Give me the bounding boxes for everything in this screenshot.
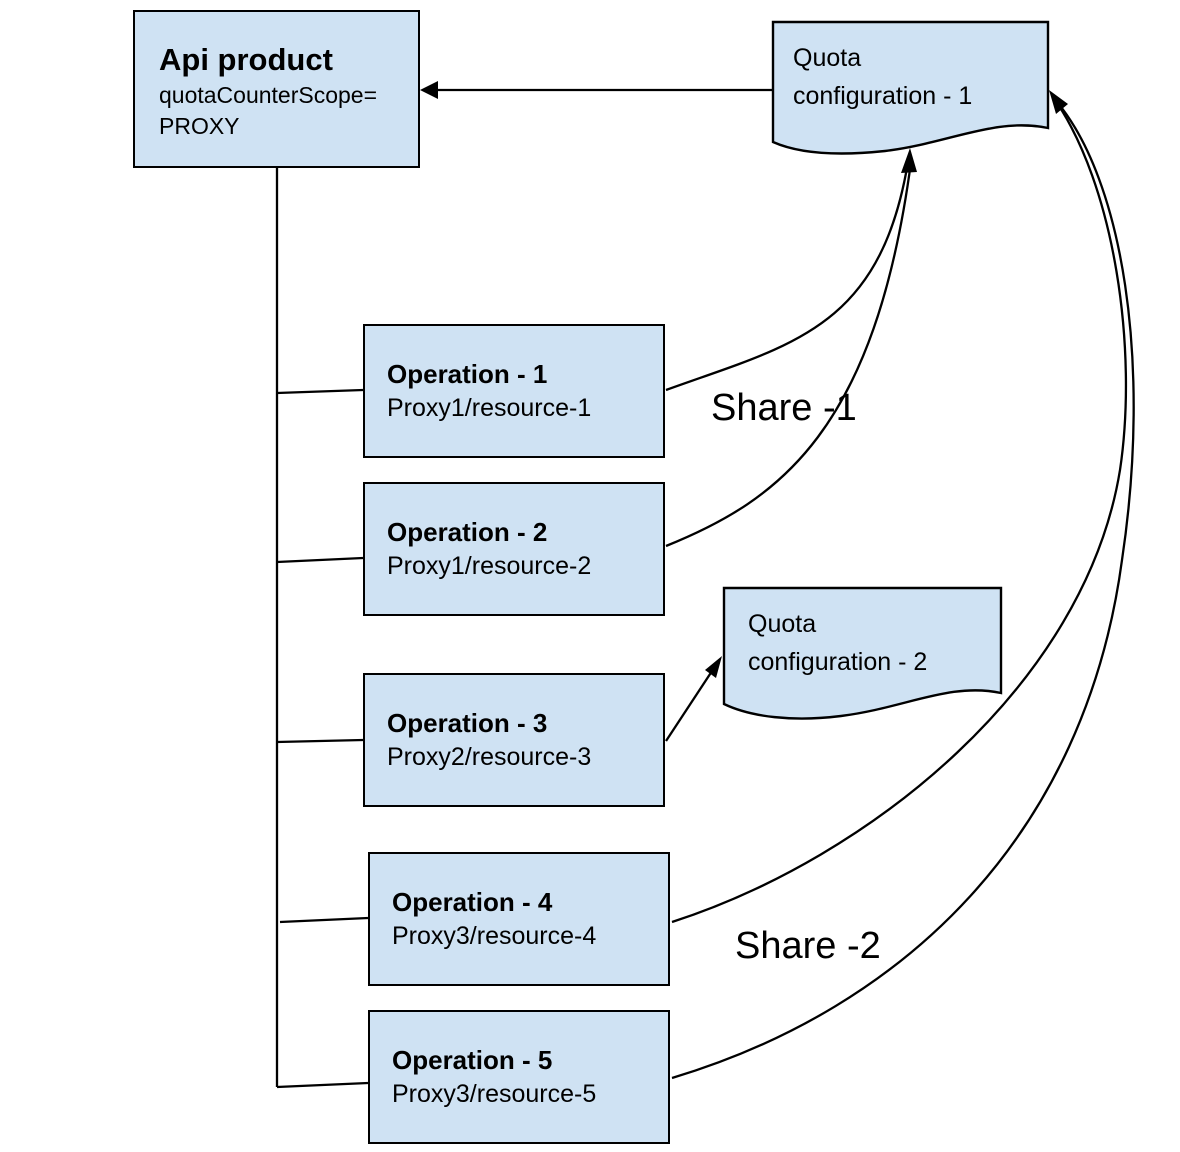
quota-config-2-label: Quota configuration - 2 (748, 610, 928, 676)
share-2-label: Share -2 (735, 925, 881, 967)
operation-1-node: Operation - 1 Proxy1/resource-1 (363, 324, 665, 458)
arrowhead-quota2 (705, 656, 722, 678)
operation-title: Operation - 3 (387, 707, 548, 738)
operation-resource: Proxy1/resource-1 (387, 393, 592, 422)
operation-resource: Proxy1/resource-2 (387, 551, 592, 580)
arrowhead-quota1-right (1049, 90, 1068, 114)
arrowhead-api-product (420, 81, 438, 99)
operation-3-node: Operation - 3 Proxy2/resource-3 (363, 673, 665, 807)
operation-title: Operation - 5 (392, 1044, 553, 1075)
arrowhead-quota1-bottom (901, 148, 917, 173)
branch-line-op1 (276, 388, 364, 395)
share-1-label: Share -1 (711, 387, 857, 429)
branch-line-op3 (276, 738, 364, 744)
branch-line-op2 (276, 556, 364, 564)
quota-config-2-shape (722, 586, 1003, 720)
quota-config-1-label: Quota configuration - 1 (793, 44, 973, 110)
curve-op1-to-quota1 (665, 161, 910, 392)
curve-op2-to-quota1 (665, 161, 913, 548)
curve-op4-to-quota1 (671, 96, 1128, 924)
operation-resource: Proxy2/resource-3 (387, 742, 592, 771)
operation-4-node: Operation - 4 Proxy3/resource-4 (368, 852, 670, 986)
operation-title: Operation - 1 (387, 358, 548, 389)
quota-config-1-shape (771, 20, 1050, 155)
branch-line-op4 (279, 916, 369, 924)
operation-2-node: Operation - 2 Proxy1/resource-2 (363, 482, 665, 616)
api-product-attribute: quotaCounterScope= PROXY (159, 82, 378, 139)
operation-resource: Proxy3/resource-5 (392, 1079, 597, 1108)
operation-5-node: Operation - 5 Proxy3/resource-5 (368, 1010, 670, 1144)
branch-line-op5 (276, 1081, 369, 1089)
line-op3-to-quota2 (665, 667, 715, 742)
operation-resource: Proxy3/resource-4 (392, 921, 597, 950)
api-product-title: Api product (159, 42, 333, 77)
curve-op5-to-quota1 (671, 101, 1135, 1080)
operation-title: Operation - 4 (392, 886, 553, 917)
api-product-node: Api product quotaCounterScope= PROXY (133, 10, 420, 168)
operation-title: Operation - 2 (387, 516, 548, 547)
